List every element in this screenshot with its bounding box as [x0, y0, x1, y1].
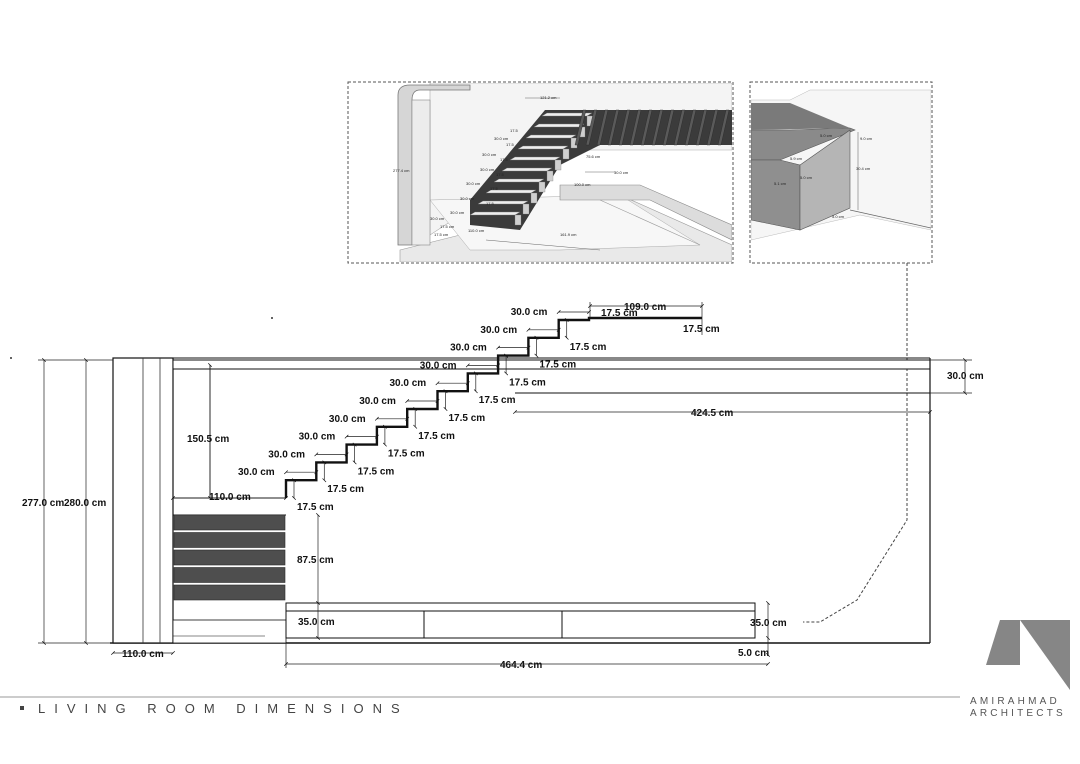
dim-riser: 17.5 cm	[539, 360, 576, 371]
detail-3d-label: 30.0 cm	[460, 196, 475, 201]
stair-3d-steps	[469, 112, 594, 226]
detail-3d-label: 30.0 cm	[466, 181, 481, 186]
dim-riser: 17.5 cm	[358, 466, 395, 477]
dim-tread: 30.0 cm	[329, 414, 366, 425]
dim-height-280: 280.0 cm	[64, 498, 106, 509]
bench	[285, 602, 756, 639]
detail-3d-label: 30.0 cm	[614, 170, 629, 175]
detail-box-label: 5.9 cm	[790, 156, 803, 161]
dim-tread: 30.0 cm	[359, 396, 396, 407]
detail-3d-label: 30.0 cm	[450, 210, 465, 215]
dim-top-landing: 109.0 cm	[624, 302, 666, 313]
detail-3d-label: 110.0 cm	[468, 228, 485, 233]
drawer	[173, 532, 286, 548]
dimension-labels: 109.0 cm 17.5 cm 30.0 cm 424.5 cm 150.5 …	[22, 302, 984, 671]
dim-bench-length: 464.4 cm	[500, 660, 542, 671]
dim-tread: 30.0 cm	[390, 378, 427, 389]
dim-bench-height-left: 35.0 cm	[298, 617, 335, 628]
box-3d-detail: 5.0 cm 9.0 cm 30.4 cm 5.9 cm 5.0 cm 5.1 cm 5.0…	[749, 81, 933, 264]
detail-box-label: 9.0 cm	[860, 136, 873, 141]
detail-leader-line	[803, 263, 908, 623]
detail-box-label: 5.0 cm	[832, 214, 845, 219]
brand-line-2: ARCHITECTS	[970, 708, 1066, 719]
detail-3d-label: 100.0 cm	[574, 182, 591, 187]
dim-wall-height-inner: 150.5 cm	[187, 434, 229, 445]
detail-box-label: 5.1 cm	[774, 181, 787, 186]
brand-line-1: AMIRAHMAD	[970, 696, 1060, 707]
dim-riser: 17.5 cm	[509, 377, 546, 388]
footer-bullet	[20, 706, 24, 710]
dim-plinth: 5.0 cm	[738, 648, 769, 659]
detail-3d-label: 17.5	[486, 201, 495, 206]
drawer	[173, 549, 286, 566]
dimension-lines	[38, 302, 972, 668]
detail-box-label: 5.0 cm	[820, 133, 833, 138]
dim-tread: 30.0 cm	[450, 343, 487, 354]
detail-3d-label: 75.6 cm	[586, 154, 601, 159]
dim-top-riser: 17.5 cm	[683, 324, 720, 335]
dim-tread: 30.0 cm	[480, 325, 517, 336]
dim-riser: 17.5 cm	[297, 502, 334, 513]
dim-ceiling-thickness: 30.0 cm	[947, 371, 984, 382]
dim-tread: 30.0 cm	[268, 449, 305, 460]
architects-logo: AMIRAHMAD ARCHITECTS	[970, 620, 1070, 719]
detail-3d-label: 161.9 cm	[560, 232, 577, 237]
dim-riser: 17.5 cm	[418, 431, 455, 442]
detail-3d-label: 17.5	[506, 142, 515, 147]
detail-3d-label: 30.0 cm	[430, 216, 445, 221]
elevation-drawing	[110, 316, 931, 644]
dim-bench-height-right: 35.0 cm	[750, 618, 787, 629]
drawer	[173, 514, 286, 531]
dim-riser: 17.5 cm	[449, 413, 486, 424]
dim-height-277: 277.0 cm	[22, 498, 64, 509]
detail-3d-label: 30.0 cm	[482, 152, 497, 157]
detail-3d-label: 121.2 cm	[540, 95, 557, 100]
dim-riser: 17.5 cm	[479, 395, 516, 406]
detail-3d-label: 17.5 cm	[440, 224, 455, 229]
dim-tread: 30.0 cm	[238, 467, 275, 478]
dim-tread: 30.0 cm	[299, 432, 336, 443]
detail-3d-label: 17.5	[496, 172, 505, 177]
detail-box-label: 30.4 cm	[856, 166, 871, 171]
detail-3d-label: 17.5	[510, 128, 519, 133]
dim-storage-height: 87.5 cm	[297, 555, 334, 566]
detail-3d-label: 17.5 cm	[434, 232, 449, 237]
dim-riser: 17.5 cm	[327, 484, 364, 495]
detail-3d-label: 277.4 cm	[393, 168, 410, 173]
drawer	[173, 584, 286, 601]
dim-tread: 30.0 cm	[420, 360, 457, 371]
detail-3d-label: 30.0 cm	[494, 136, 509, 141]
detail-box-label: 5.0 cm	[800, 175, 813, 180]
stair-profile	[284, 316, 591, 498]
detail-3d-label: 17.5	[490, 186, 499, 191]
dim-base-width: 110.0 cm	[122, 649, 164, 660]
detail-3d-label: 17.5	[500, 157, 509, 162]
drawer	[173, 567, 286, 583]
dim-riser: 17.5 cm	[570, 342, 607, 353]
dim-riser: 17.5 cm	[388, 449, 425, 460]
storage-drawers	[173, 514, 286, 601]
dim-riser: 17.5 cm	[601, 308, 638, 319]
page-title: LIVING ROOM DIMENSIONS	[38, 701, 409, 716]
dim-tread: 30.0 cm	[511, 307, 548, 318]
dim-ceiling-length: 424.5 cm	[691, 408, 733, 419]
dim-landing-width: 110.0 cm	[209, 492, 251, 503]
detail-3d-label: 30.0 cm	[480, 167, 495, 172]
